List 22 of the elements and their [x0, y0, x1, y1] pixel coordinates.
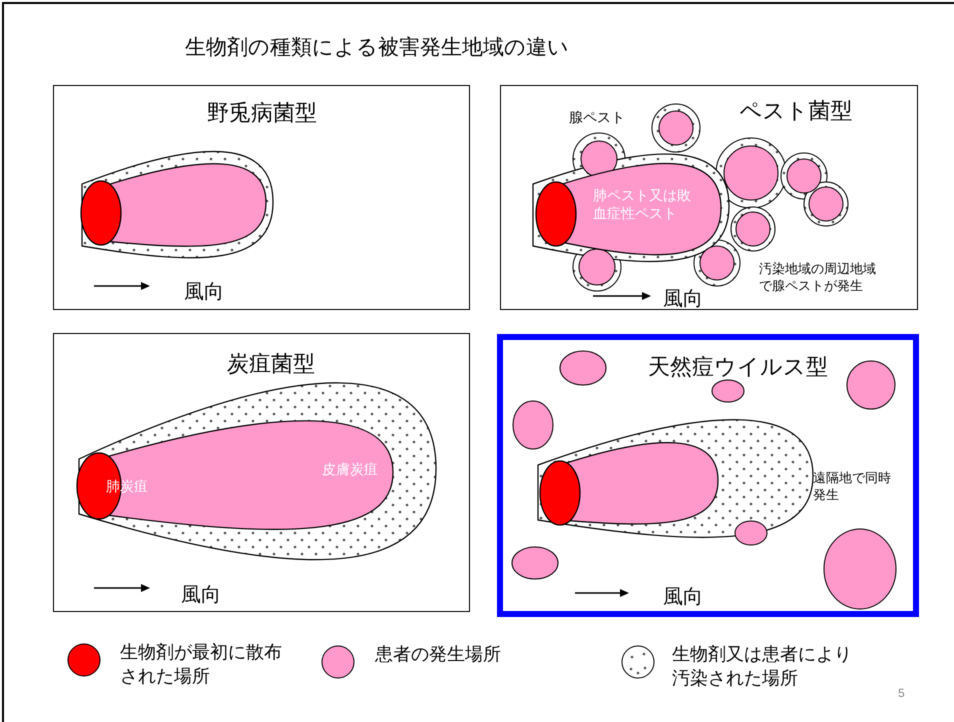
panel-frame [500, 85, 918, 310]
panel-title: 野兎病菌型 [207, 99, 317, 127]
wind-direction-label: 風向 [663, 585, 703, 610]
panel-title: 炭疽菌型 [227, 350, 315, 378]
note-text: 遠隔地で同時発生 [813, 470, 892, 504]
area-label: 皮膚炭疽 [322, 460, 378, 478]
legend-label: 生物剤が最初に散布された場所 [120, 641, 283, 688]
wind-direction-label: 風向 [663, 287, 703, 312]
panel-frame [53, 85, 470, 310]
page-number: 5 [898, 686, 905, 702]
legend-label: 患者の発生場所 [375, 643, 502, 666]
area-label: 肺ペスト又は敗血症性ペスト [593, 186, 692, 222]
legend-label: 生物剤又は患者により汚染された場所 [672, 643, 853, 690]
panel-frame [497, 334, 919, 617]
panel-frame [53, 333, 470, 612]
slide-title: 生物剤の種類による被害発生地域の違い [185, 35, 569, 61]
note-text: 汚染地域の周辺地域で腺ペストが発生 [759, 261, 877, 295]
wind-direction-label: 風向 [181, 583, 221, 608]
wind-direction-label: 風向 [184, 280, 224, 305]
panel-title: ペスト菌型 [740, 97, 852, 125]
panel-title: 天然痘ウイルス型 [648, 353, 828, 381]
callout-text: 腺ペスト [569, 108, 625, 126]
